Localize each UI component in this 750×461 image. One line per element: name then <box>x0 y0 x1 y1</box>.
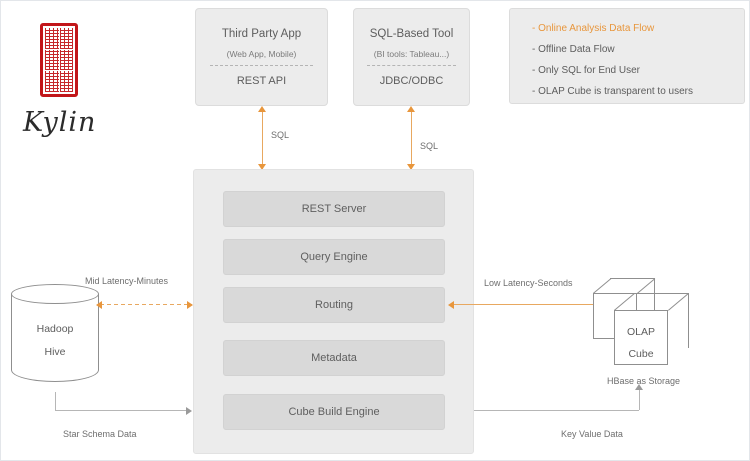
datastore-line-1: Hadoop <box>36 323 74 335</box>
sql-connector-right-line <box>411 111 412 169</box>
legend-item-3: - OLAP Cube is transparent to users <box>532 86 694 97</box>
star-schema-vline <box>55 392 56 410</box>
star-schema-arrow <box>186 407 192 415</box>
low-latency-line <box>453 304 603 305</box>
datastore-line-2: Hive <box>44 346 66 358</box>
kylin-brand: Kylin <box>15 15 165 155</box>
sql-based-tool-title: SQL-Based Tool <box>369 27 454 40</box>
mid-latency-arrow-left <box>96 301 102 309</box>
cylinder-top-ellipse <box>11 284 99 304</box>
low-latency-arrow-left <box>448 301 454 309</box>
key-value-arrow <box>635 384 643 390</box>
legend-item-1: - Offline Data Flow <box>532 44 615 55</box>
mid-latency-dashed-line <box>100 304 192 305</box>
star-schema-label: Star Schema Data <box>63 429 137 439</box>
core-box-query-engine: Query Engine <box>223 239 445 275</box>
key-value-vline <box>639 390 640 410</box>
kylin-core-container: REST Server Query Engine Routing Metadat… <box>193 169 474 454</box>
third-party-app-subtitle: (Web App, Mobile) <box>226 48 297 59</box>
olap-cube-line-2: Cube <box>628 348 654 360</box>
cylinder-body <box>11 294 99 382</box>
sql-connector-left-arrow-up <box>258 106 266 112</box>
core-box-routing: Routing <box>223 287 445 323</box>
mid-latency-label: Mid Latency-Minutes <box>85 276 169 286</box>
sql-connector-left-line <box>262 111 263 169</box>
third-party-app-separator <box>210 64 313 66</box>
hadoop-hive-datastore: Hadoop Hive <box>11 284 99 392</box>
sql-based-tool-box: SQL-Based Tool (BI tools: Tableau...) JD… <box>353 8 470 106</box>
sql-connector-right-arrow-up <box>407 106 415 112</box>
low-latency-label: Low Latency-Seconds <box>484 278 573 288</box>
star-schema-hline <box>55 410 186 411</box>
core-box-metadata: Metadata <box>223 340 445 376</box>
hbase-storage-label: HBase as Storage <box>606 376 681 386</box>
sql-label-left: SQL <box>271 130 290 140</box>
key-value-hline <box>474 410 639 411</box>
core-box-rest-server: REST Server <box>223 191 445 227</box>
sql-connector-right-arrow-down <box>407 164 415 170</box>
core-box-cube-build-engine: Cube Build Engine <box>223 394 445 430</box>
third-party-app-api: REST API <box>236 74 287 87</box>
kylin-seal-icon <box>40 23 78 97</box>
legend-item-2: - Only SQL for End User <box>532 65 640 76</box>
sql-connector-left-arrow-down <box>258 164 266 170</box>
sql-based-tool-subtitle: (BI tools: Tableau...) <box>373 48 450 59</box>
sql-based-tool-separator <box>366 64 457 66</box>
mid-latency-arrow-right <box>187 301 193 309</box>
third-party-app-title: Third Party App <box>221 27 302 40</box>
olap-cube-line-1: OLAP <box>626 326 655 338</box>
brand-name: Kylin <box>23 107 97 138</box>
third-party-app-box: Third Party App (Web App, Mobile) REST A… <box>195 8 328 106</box>
datastore-label: Hadoop Hive <box>11 318 99 364</box>
key-value-label: Key Value Data <box>561 429 623 439</box>
sql-label-right: SQL <box>420 141 439 151</box>
sql-based-tool-api: JDBC/ODBC <box>379 74 444 87</box>
legend-box: - Online Analysis Data Flow - Offline Da… <box>509 8 745 104</box>
olap-cube-icon: OLAP Cube <box>593 269 693 369</box>
legend-item-0: - Online Analysis Data Flow <box>532 23 655 34</box>
